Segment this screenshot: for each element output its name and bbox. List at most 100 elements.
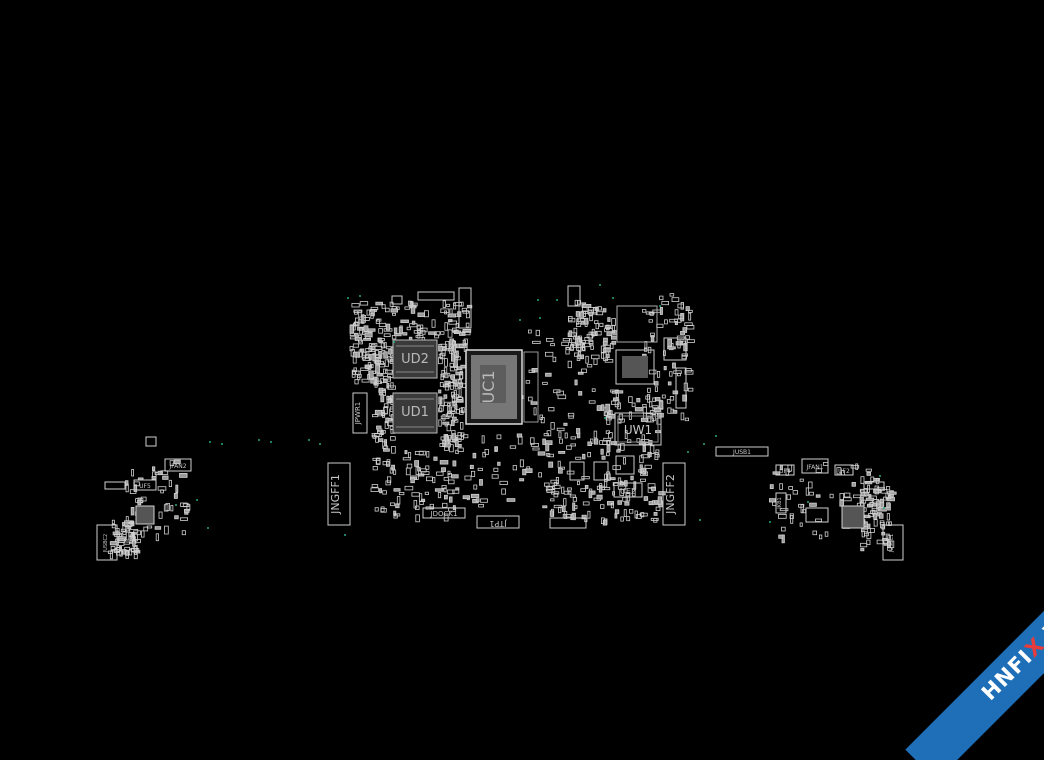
passive-component <box>494 446 498 451</box>
passive-component <box>595 311 604 316</box>
passive-component <box>577 317 582 322</box>
passive-component <box>650 335 655 342</box>
passive-component <box>453 390 457 398</box>
connector-jusb1: JUSB1 <box>715 446 769 457</box>
passive-component <box>459 407 463 413</box>
passive-component <box>850 465 860 469</box>
passive-component <box>633 481 637 490</box>
passive-component <box>568 330 573 337</box>
passive-component <box>687 387 694 392</box>
passive-component <box>671 297 680 303</box>
passive-component <box>565 347 571 351</box>
passive-component <box>369 370 374 379</box>
passive-component <box>886 502 891 508</box>
passive-component <box>450 375 455 379</box>
passive-component <box>545 372 552 377</box>
passive-component <box>151 466 156 471</box>
passive-component <box>647 483 656 488</box>
passive-component <box>582 453 586 460</box>
passive-component <box>611 340 617 345</box>
passive-component <box>781 526 786 532</box>
passive-component <box>631 402 636 408</box>
passive-component <box>866 471 872 476</box>
passive-component <box>439 343 448 347</box>
passive-component <box>137 497 142 506</box>
passive-component <box>390 382 394 389</box>
passive-component <box>182 503 190 508</box>
passive-component <box>583 317 589 325</box>
passive-component <box>567 487 572 491</box>
passive-component <box>576 354 581 361</box>
passive-component <box>607 317 611 322</box>
passive-component <box>650 517 659 521</box>
passive-component <box>808 481 813 489</box>
passive-component <box>443 476 449 481</box>
passive-component <box>114 533 122 537</box>
passive-component <box>443 494 448 500</box>
passive-component <box>769 498 776 503</box>
passive-component <box>851 481 856 487</box>
passive-component <box>380 394 385 403</box>
passive-component <box>170 505 174 512</box>
passive-component <box>669 318 678 323</box>
passive-component <box>781 534 785 544</box>
passive-component <box>779 508 789 512</box>
passive-component <box>570 443 577 447</box>
passive-component <box>362 357 371 362</box>
passive-component <box>868 502 874 507</box>
passive-component <box>630 475 634 481</box>
memory-chip-ud2: UD2 <box>392 339 438 379</box>
passive-component <box>458 410 464 415</box>
passive-component <box>614 509 620 515</box>
passive-component <box>674 309 679 316</box>
test-point <box>308 439 310 441</box>
passive-component <box>447 348 454 352</box>
passive-component <box>163 504 169 512</box>
passive-component <box>573 327 578 337</box>
uw1-label: UW1 <box>624 423 652 437</box>
passive-component <box>658 491 666 496</box>
passive-component <box>450 419 455 426</box>
passive-component <box>367 362 372 371</box>
passive-component <box>123 541 130 545</box>
passive-component <box>870 510 878 514</box>
passive-component <box>610 502 614 509</box>
passive-component <box>604 473 608 483</box>
passive-component <box>451 395 455 403</box>
passive-component <box>124 521 129 527</box>
passive-component <box>558 467 563 474</box>
passive-component <box>393 514 398 519</box>
passive-component <box>667 381 672 386</box>
test-point <box>687 451 689 453</box>
passive-component <box>411 320 416 325</box>
passive-component <box>387 356 391 363</box>
passive-component <box>442 413 446 421</box>
passive-component <box>543 433 549 437</box>
passive-component <box>608 410 613 416</box>
passive-component <box>649 312 654 316</box>
passive-component <box>685 306 690 312</box>
passive-component <box>365 365 371 370</box>
passive-component <box>361 314 365 324</box>
passive-component <box>444 373 449 379</box>
passive-component <box>353 309 363 313</box>
passive-component <box>160 470 169 475</box>
passive-component <box>561 341 569 346</box>
passive-component <box>547 453 554 458</box>
connector-jusbc2: JUSBC2 <box>96 524 118 561</box>
passive-component <box>371 414 379 418</box>
passive-component <box>865 497 875 501</box>
passive-component <box>378 322 387 327</box>
passive-component <box>617 500 622 505</box>
passive-component <box>588 311 594 316</box>
passive-component <box>538 472 542 478</box>
passive-component <box>666 398 671 404</box>
passive-component <box>788 486 794 490</box>
passive-component <box>581 340 586 345</box>
passive-component <box>466 310 470 319</box>
passive-component <box>470 470 476 477</box>
passive-component <box>557 460 561 468</box>
passive-component <box>587 441 592 446</box>
ud1-label: UD1 <box>401 405 429 420</box>
